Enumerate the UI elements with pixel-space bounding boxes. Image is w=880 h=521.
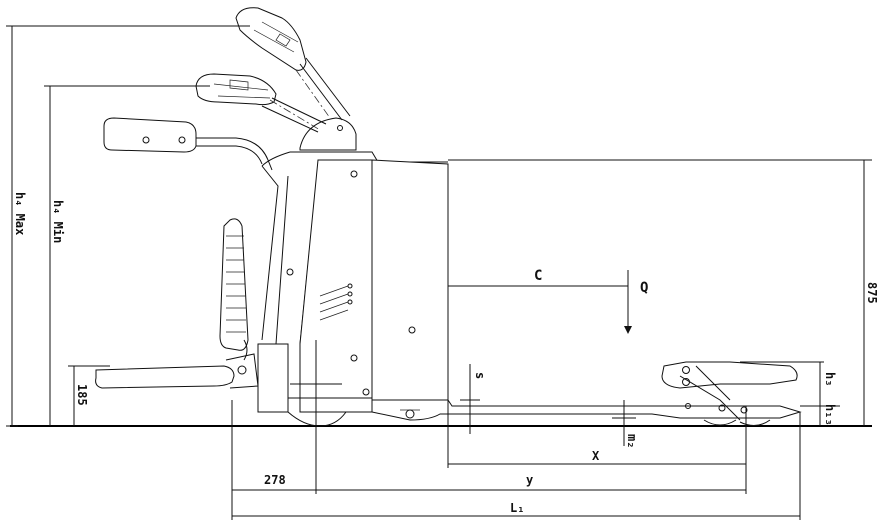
armrest	[103, 117, 273, 171]
c-label: C	[534, 268, 542, 284]
foot-platform	[95, 353, 259, 389]
truck-body	[257, 151, 802, 421]
drive-wheel	[287, 340, 347, 494]
backrest-pad	[219, 218, 249, 361]
fork-tip	[661, 361, 798, 426]
h13-label: h₁₃	[823, 404, 837, 426]
l1-label: L₁	[510, 501, 524, 515]
h3-label: h₃	[823, 372, 837, 386]
d278-label: 278	[264, 473, 286, 487]
q-label: Q	[640, 280, 648, 296]
h185-label: 185	[75, 384, 89, 406]
tiller-arm	[195, 7, 357, 151]
h4-min-label: h₄ Min	[51, 200, 65, 243]
s-label: s	[473, 372, 487, 379]
h4-max-label: h₄ Max	[13, 192, 27, 235]
x-label: X	[592, 449, 600, 463]
m2-label: m₂	[625, 434, 639, 448]
dimension-ticks	[6, 25, 870, 520]
y-label: y	[526, 473, 533, 487]
h875-label: 875	[865, 282, 879, 304]
